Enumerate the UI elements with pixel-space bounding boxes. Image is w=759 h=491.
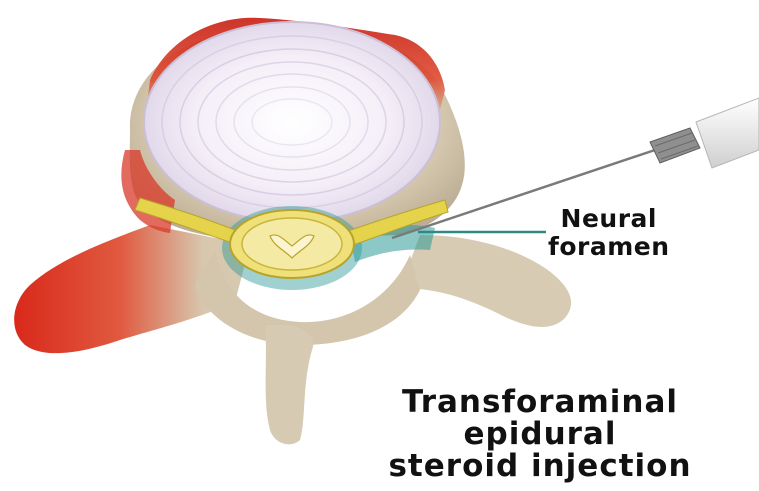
intervertebral-disc [144, 22, 440, 222]
syringe-barrel [696, 98, 759, 168]
spinous-process [265, 325, 313, 444]
neural-foramen-label-line-2: foramen [548, 233, 670, 261]
procedure-title: Transforaminal epidural steroid injectio… [325, 386, 755, 482]
procedure-title-line-1: Transforaminal [325, 386, 755, 418]
neural-foramen-label-line-1: Neural [548, 205, 670, 233]
procedure-title-line-2: epidural [325, 418, 755, 450]
procedure-title-line-3: steroid injection [325, 450, 755, 482]
neural-foramen-label: Neural foramen [548, 205, 670, 261]
